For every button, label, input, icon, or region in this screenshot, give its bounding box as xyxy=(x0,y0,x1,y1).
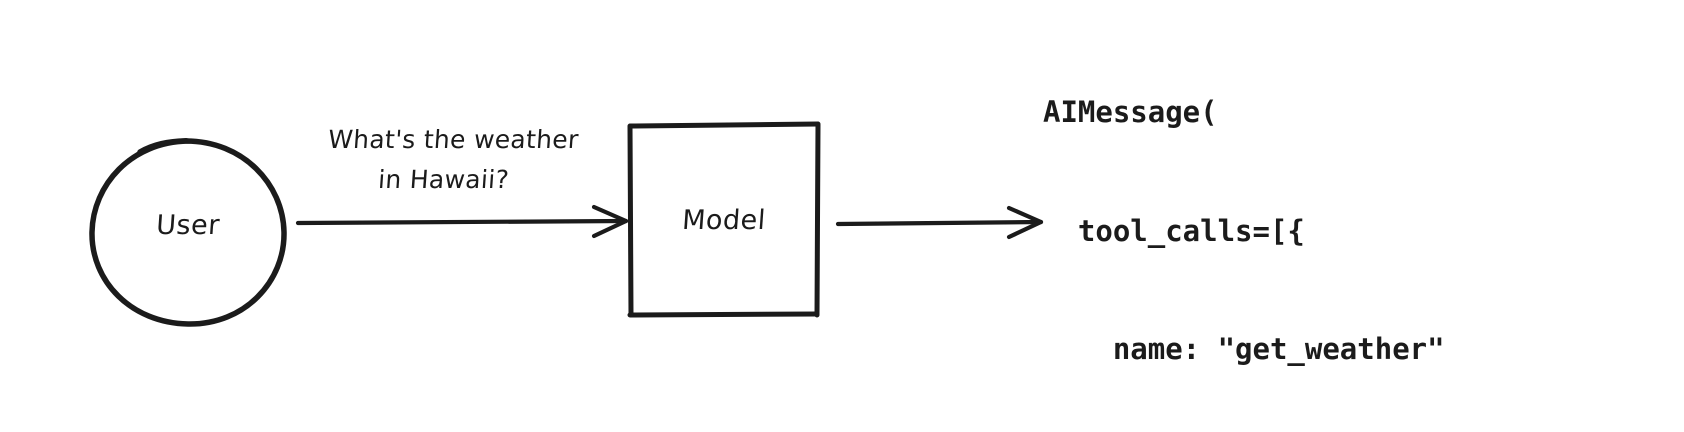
user-node-label: User xyxy=(155,210,221,241)
code-line: name: "get_weather" xyxy=(1043,332,1445,366)
edge-label-line-1: What's the weather xyxy=(327,125,580,154)
ai-message-code-block: AIMessage( tool_calls=[{ name: "get_weat… xyxy=(1043,14,1480,432)
code-line: AIMessage( xyxy=(1043,95,1218,129)
code-line: tool_calls=[{ xyxy=(1043,213,1305,248)
arrow-model-to-output xyxy=(835,205,1044,240)
user-node-circle[interactable] xyxy=(89,138,287,327)
model-node-rect[interactable] xyxy=(627,121,821,318)
edge-label-user-to-model: What's the weather in Hawaii? xyxy=(289,120,615,200)
edge-label-line-2: in Hawaii? xyxy=(377,165,511,194)
arrow-user-to-model xyxy=(295,204,629,239)
model-node-label: Model xyxy=(681,205,767,236)
